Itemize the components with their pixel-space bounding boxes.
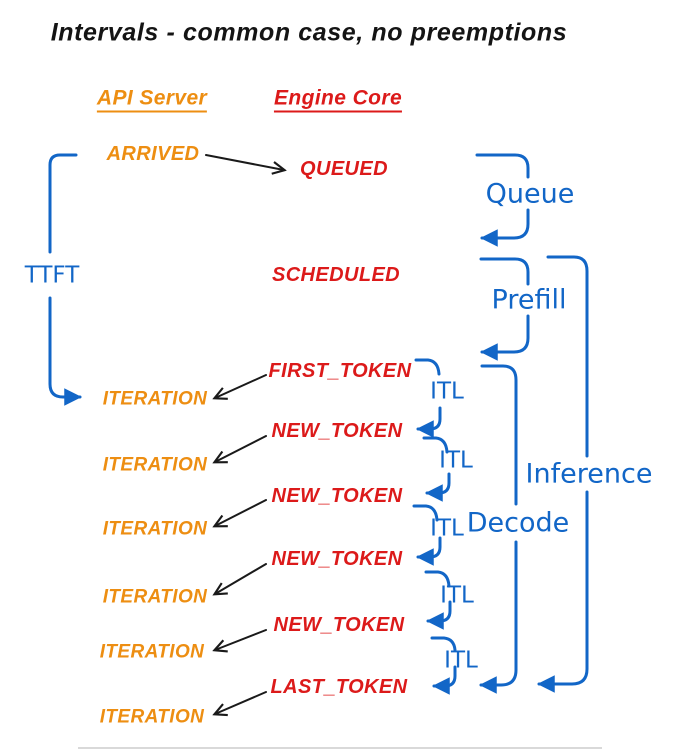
arrow-arrived-to-queued: [205, 154, 284, 170]
queue-label: Queue: [485, 178, 575, 210]
ttft-bracket-arrow: [48, 296, 82, 406]
decode-bracket-top: [480, 364, 518, 506]
event-scheduled: SCHEDULED: [271, 264, 401, 286]
event-queued: QUEUED: [300, 158, 388, 180]
itl-label-2: ITL: [439, 447, 473, 474]
column-header-engine-core: Engine Core: [273, 88, 403, 113]
decode-bracket-arrow: [479, 540, 518, 694]
itl-label-5: ITL: [444, 647, 478, 674]
arrow-last-token-to-iteration: [215, 691, 267, 714]
inference-bracket-arrow: [537, 490, 589, 693]
column-header-api-server: API Server: [96, 88, 208, 113]
inference-label: Inference: [525, 458, 653, 490]
itl-arrow-5: [432, 665, 457, 695]
itl-arc-4: [424, 570, 451, 588]
itl-label-1: ITL: [430, 378, 464, 405]
event-last-token: LAST_TOKEN: [270, 676, 408, 698]
event-arrived: ARRIVED: [106, 143, 200, 165]
itl-label-3: ITL: [430, 515, 464, 542]
iteration-label-4: ITERATION: [102, 586, 208, 608]
itl-arc-2: [422, 436, 449, 454]
bottom-divider: [78, 747, 602, 749]
arrow-new-token2-to-iteration: [215, 499, 267, 526]
iteration-label-1: ITERATION: [102, 388, 208, 410]
iteration-label-5: ITERATION: [99, 641, 205, 663]
arrow-new-token3-to-iteration: [215, 563, 267, 594]
event-new-token-4: NEW_TOKEN: [273, 614, 405, 636]
event-new-token-1: NEW_TOKEN: [271, 420, 403, 442]
inference-bracket-top: [546, 255, 589, 458]
prefill-bracket-arrow: [480, 314, 530, 361]
queue-bracket-arrow: [480, 208, 530, 247]
ttft-bracket-top: [48, 153, 78, 254]
arrow-first-token-to-iteration: [215, 374, 267, 398]
itl-arc-1: [414, 358, 441, 376]
itl-arrow-4: [426, 600, 452, 630]
event-new-token-2: NEW_TOKEN: [271, 485, 403, 507]
itl-arrow-1: [416, 406, 442, 438]
itl-arc-3: [412, 504, 439, 522]
event-first-token: FIRST_TOKEN: [268, 360, 412, 382]
prefill-bracket-top: [479, 257, 530, 286]
queue-bracket-top: [475, 153, 530, 179]
event-new-token-3: NEW_TOKEN: [271, 548, 403, 570]
itl-label-4: ITL: [440, 582, 474, 609]
decode-label: Decode: [466, 507, 570, 539]
iteration-label-2: ITERATION: [102, 454, 208, 476]
iteration-label-3: ITERATION: [102, 518, 208, 540]
ttft-label: TTFT: [24, 262, 80, 289]
prefill-label: Prefill: [491, 284, 567, 316]
arrow-new-token4-to-iteration: [215, 629, 267, 650]
diagram-title: Intervals - common case, no preemptions: [50, 18, 568, 47]
iteration-label-6: ITERATION: [99, 706, 205, 728]
arrow-new-token1-to-iteration: [215, 435, 267, 462]
itl-arrow-2: [425, 472, 451, 502]
itl-arrow-3: [416, 536, 442, 566]
itl-arc-5: [430, 636, 457, 652]
